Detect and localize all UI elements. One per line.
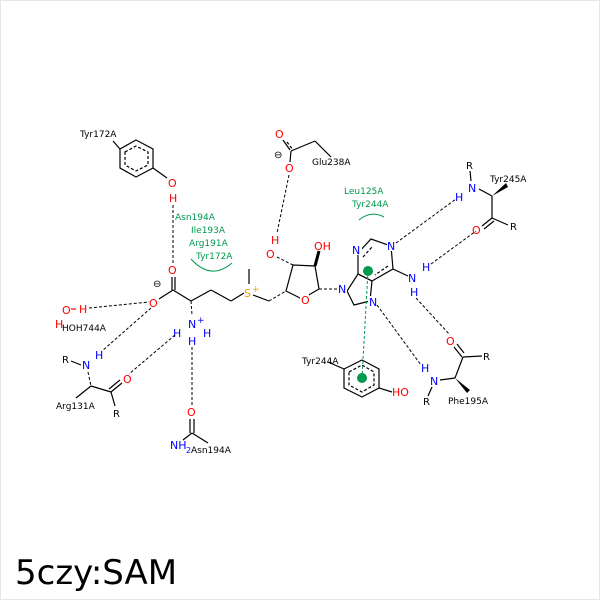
charge-label: ⊖ bbox=[153, 279, 161, 290]
contact-label: Tyr244A bbox=[351, 200, 389, 210]
atom-label: O bbox=[446, 335, 455, 348]
contact-label: Tyr172A bbox=[195, 252, 233, 262]
atom-label: H bbox=[203, 327, 211, 340]
atom-label: N bbox=[352, 244, 360, 257]
atom-label: N bbox=[430, 375, 438, 388]
arg131-residue: R N H Arg131A O R bbox=[56, 349, 132, 420]
atom-label: R bbox=[510, 222, 517, 233]
tyr172-residue: Tyr172A O H bbox=[79, 130, 177, 205]
atom-label: N bbox=[188, 318, 196, 331]
residue-label: Arg131A bbox=[56, 402, 96, 412]
atom-label: N bbox=[338, 283, 346, 296]
residue-label: Glu238A bbox=[312, 158, 351, 168]
glu238-residue: O ⊖ O Glu238A bbox=[274, 128, 351, 175]
atom-label: OH bbox=[314, 240, 331, 253]
contact-label: Arg191A bbox=[189, 239, 229, 249]
charge-label: + bbox=[197, 316, 205, 326]
atom-label: O bbox=[149, 297, 158, 310]
residue-label: HOH744A bbox=[62, 324, 107, 334]
atom-label: 2 bbox=[186, 446, 191, 455]
atom-label: O bbox=[285, 162, 294, 175]
ring-centroid bbox=[363, 266, 373, 276]
atom-label: O bbox=[62, 304, 71, 317]
atom-label: H bbox=[410, 286, 418, 299]
hbond-line bbox=[128, 334, 176, 375]
atom-label: NH bbox=[170, 439, 187, 452]
tyr245-residue: R N H Tyr245A O R bbox=[455, 161, 527, 237]
atom-label: H bbox=[421, 362, 429, 375]
water-hoh744: O H H HOH744A bbox=[55, 303, 107, 334]
phe195-residue: O R N H R Phe195A bbox=[421, 335, 490, 408]
hbond-line bbox=[276, 174, 290, 234]
atom-label: H bbox=[422, 261, 430, 274]
atom-label: O bbox=[168, 264, 177, 277]
hydrophobic-contact-2: Leu125A Tyr244A bbox=[344, 187, 389, 221]
contact-label: Asn194A bbox=[175, 213, 216, 223]
charge-label: + bbox=[252, 285, 260, 295]
atom-label: H bbox=[55, 318, 63, 331]
atom-label: R bbox=[62, 355, 69, 366]
asn194-residue: O NH 2 Asn194A bbox=[170, 406, 232, 456]
hbond-line bbox=[88, 301, 150, 309]
atom-label: HO bbox=[392, 386, 409, 399]
residue-label: Tyr244A bbox=[301, 357, 339, 367]
hbond-line bbox=[101, 307, 152, 352]
atom-label: O bbox=[187, 406, 196, 419]
atom-label: H bbox=[169, 192, 177, 205]
ligand-sam: O ⊖ O S + N + H H H O H OH O bbox=[149, 234, 430, 348]
atom-label: R bbox=[423, 397, 430, 408]
atom-label: H bbox=[271, 234, 279, 247]
pi-stacking-line bbox=[361, 270, 369, 379]
atom-label: O bbox=[168, 177, 177, 190]
tyr244-residue: Tyr244A HO bbox=[301, 357, 409, 399]
hbond-line bbox=[376, 304, 422, 366]
atom-label: H bbox=[455, 191, 463, 204]
atom-label: O bbox=[301, 294, 310, 307]
ring-centroid bbox=[357, 373, 367, 383]
hbond-line bbox=[415, 297, 451, 336]
contact-label: Leu125A bbox=[344, 187, 384, 197]
atom-label: O bbox=[275, 128, 284, 141]
page-title: 5czy:SAM bbox=[15, 553, 178, 593]
atom-label: H bbox=[173, 327, 181, 340]
atom-label: N bbox=[468, 182, 476, 195]
atom-label: H bbox=[188, 335, 196, 348]
residue-label: Tyr172A bbox=[79, 130, 117, 140]
atom-label: N bbox=[408, 272, 416, 285]
residue-label: Asn194A bbox=[191, 446, 232, 456]
atom-label: N bbox=[387, 240, 395, 253]
atom-label: R bbox=[483, 352, 490, 363]
atom-label: R bbox=[113, 409, 120, 420]
contact-label: Ile193A bbox=[191, 226, 226, 236]
residue-label: Tyr245A bbox=[489, 175, 527, 185]
hbond-line bbox=[395, 198, 457, 244]
atom-label: N bbox=[82, 359, 90, 372]
hbond-line bbox=[430, 230, 477, 265]
atom-label: R bbox=[466, 161, 473, 172]
atom-label: O bbox=[123, 373, 132, 386]
hydrophobic-contact-1: Asn194A Ile193A Arg191A Tyr172A bbox=[175, 213, 233, 272]
residue-label: Phe195A bbox=[448, 397, 489, 407]
atom-label: S bbox=[244, 287, 251, 300]
atom-label: N bbox=[369, 296, 377, 309]
atom-label: O bbox=[266, 248, 275, 261]
atom-label: O bbox=[472, 224, 481, 237]
atom-label: H bbox=[95, 349, 103, 362]
charge-label: ⊖ bbox=[274, 150, 282, 161]
atom-label: H bbox=[79, 303, 87, 316]
